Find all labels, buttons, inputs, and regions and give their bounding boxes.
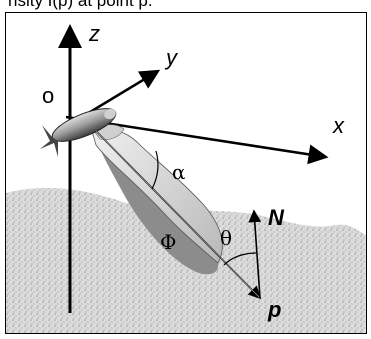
figure-caption: nsity I(p) at point p. — [8, 0, 153, 10]
sonar-geometry-diagram: z y x o α Φ N θ — [6, 21, 366, 333]
normal-vector — [248, 209, 262, 299]
theta-label: θ — [220, 226, 232, 250]
beam-lobe — [91, 128, 223, 264]
theta-angle-arc — [223, 252, 257, 266]
x-axis-label: x — [332, 113, 345, 138]
alpha-angle-arc — [151, 150, 159, 190]
normal-label: N — [268, 205, 285, 230]
sonar-vehicle — [40, 108, 117, 157]
diagram-frame: z y x o α Φ N θ — [5, 12, 367, 334]
z-axis-label: z — [88, 21, 100, 46]
vehicle-fins — [40, 125, 58, 157]
y-axis-label: y — [164, 45, 179, 70]
phi-label: Φ — [160, 230, 176, 254]
origin-label: o — [42, 83, 54, 108]
point-label: p — [267, 297, 281, 322]
alpha-label: α — [172, 160, 186, 184]
